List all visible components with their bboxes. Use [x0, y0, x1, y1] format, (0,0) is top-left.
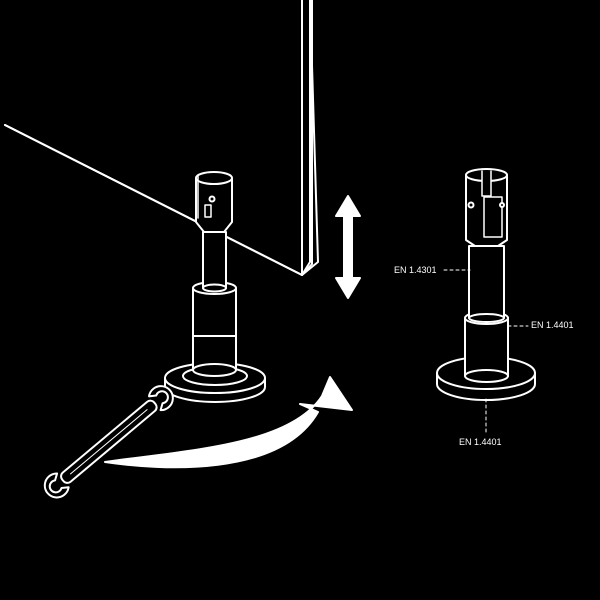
- wrench-icon: [43, 385, 174, 499]
- base-material-label: EN 1.4401: [459, 437, 502, 447]
- sleeve-material-label: EN 1.4401: [531, 320, 574, 330]
- leader-lines: [443, 269, 529, 435]
- height-adjust-arrow-icon: [335, 195, 361, 299]
- rotate-arrow-icon: [104, 376, 353, 469]
- left-leg: [164, 171, 266, 403]
- panel: [4, 0, 319, 276]
- tube-material-label: EN 1.4301: [394, 265, 437, 275]
- right-leg: [436, 168, 536, 401]
